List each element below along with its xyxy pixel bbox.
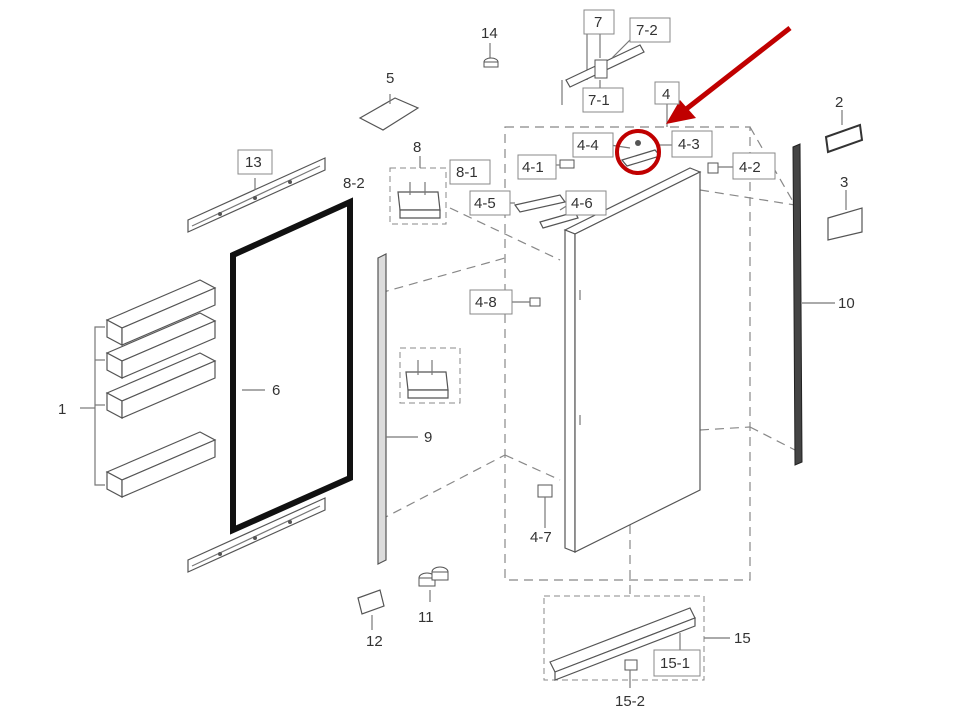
part-1-shelves (80, 279, 217, 498)
label-3: 3 (840, 174, 848, 191)
part-8-bracket (389, 156, 447, 225)
part-9-strip (377, 253, 418, 565)
label-11: 11 (418, 609, 434, 626)
label-4-8: 4-8 (475, 294, 497, 311)
part-2-plate (824, 110, 864, 154)
label-4-3: 4-3 (678, 136, 700, 153)
label-4-7: 4-7 (530, 529, 552, 546)
label-1: 1 (58, 401, 66, 418)
part-7-bracket (561, 10, 645, 105)
part-11-feet (418, 566, 449, 602)
label-8: 8 (413, 139, 421, 156)
label-15-1: 15-1 (660, 655, 690, 672)
part-13-bottom-rail (187, 497, 326, 573)
label-4-2: 4-2 (739, 159, 761, 176)
label-2: 2 (835, 94, 843, 111)
highlight-marker (615, 26, 792, 175)
label-13: 13 (245, 154, 262, 171)
labels: 1 2 3 4 4-1 4-2 4-3 4-4 4-5 4-6 4-7 4-8 … (58, 14, 855, 710)
label-10: 10 (838, 295, 855, 312)
part-5-plate (358, 94, 420, 131)
cabinet-outline (379, 126, 796, 596)
label-7: 7 (594, 14, 602, 31)
part-15-base-rail (543, 595, 730, 688)
label-9: 9 (424, 429, 432, 446)
label-4-1: 4-1 (522, 159, 544, 176)
part-3-plate (827, 190, 863, 241)
label-15: 15 (734, 630, 751, 647)
label-12: 12 (366, 633, 383, 650)
label-7-2: 7-2 (636, 22, 658, 39)
part-4-hardware (505, 102, 735, 528)
part-13-top-rail (187, 157, 326, 233)
label-6: 6 (272, 382, 280, 399)
label-7-1: 7-1 (588, 92, 610, 109)
label-8-2: 8-2 (343, 175, 365, 192)
label-boxes (237, 9, 776, 677)
label-15-2: 15-2 (615, 693, 645, 710)
part-12-hinge (357, 589, 385, 630)
door-panel (563, 167, 702, 553)
label-14: 14 (481, 25, 498, 42)
label-4-6: 4-6 (571, 195, 593, 212)
label-5: 5 (386, 70, 394, 87)
part-14-knob (483, 43, 499, 68)
label-4: 4 (662, 86, 670, 103)
label-8-1: 8-1 (456, 164, 478, 181)
hinge-bracket-middle (399, 347, 461, 404)
label-4-4: 4-4 (577, 137, 599, 154)
part-10-strip (792, 143, 835, 466)
part-6-gasket-frame (230, 197, 353, 535)
label-4-5: 4-5 (474, 195, 496, 212)
